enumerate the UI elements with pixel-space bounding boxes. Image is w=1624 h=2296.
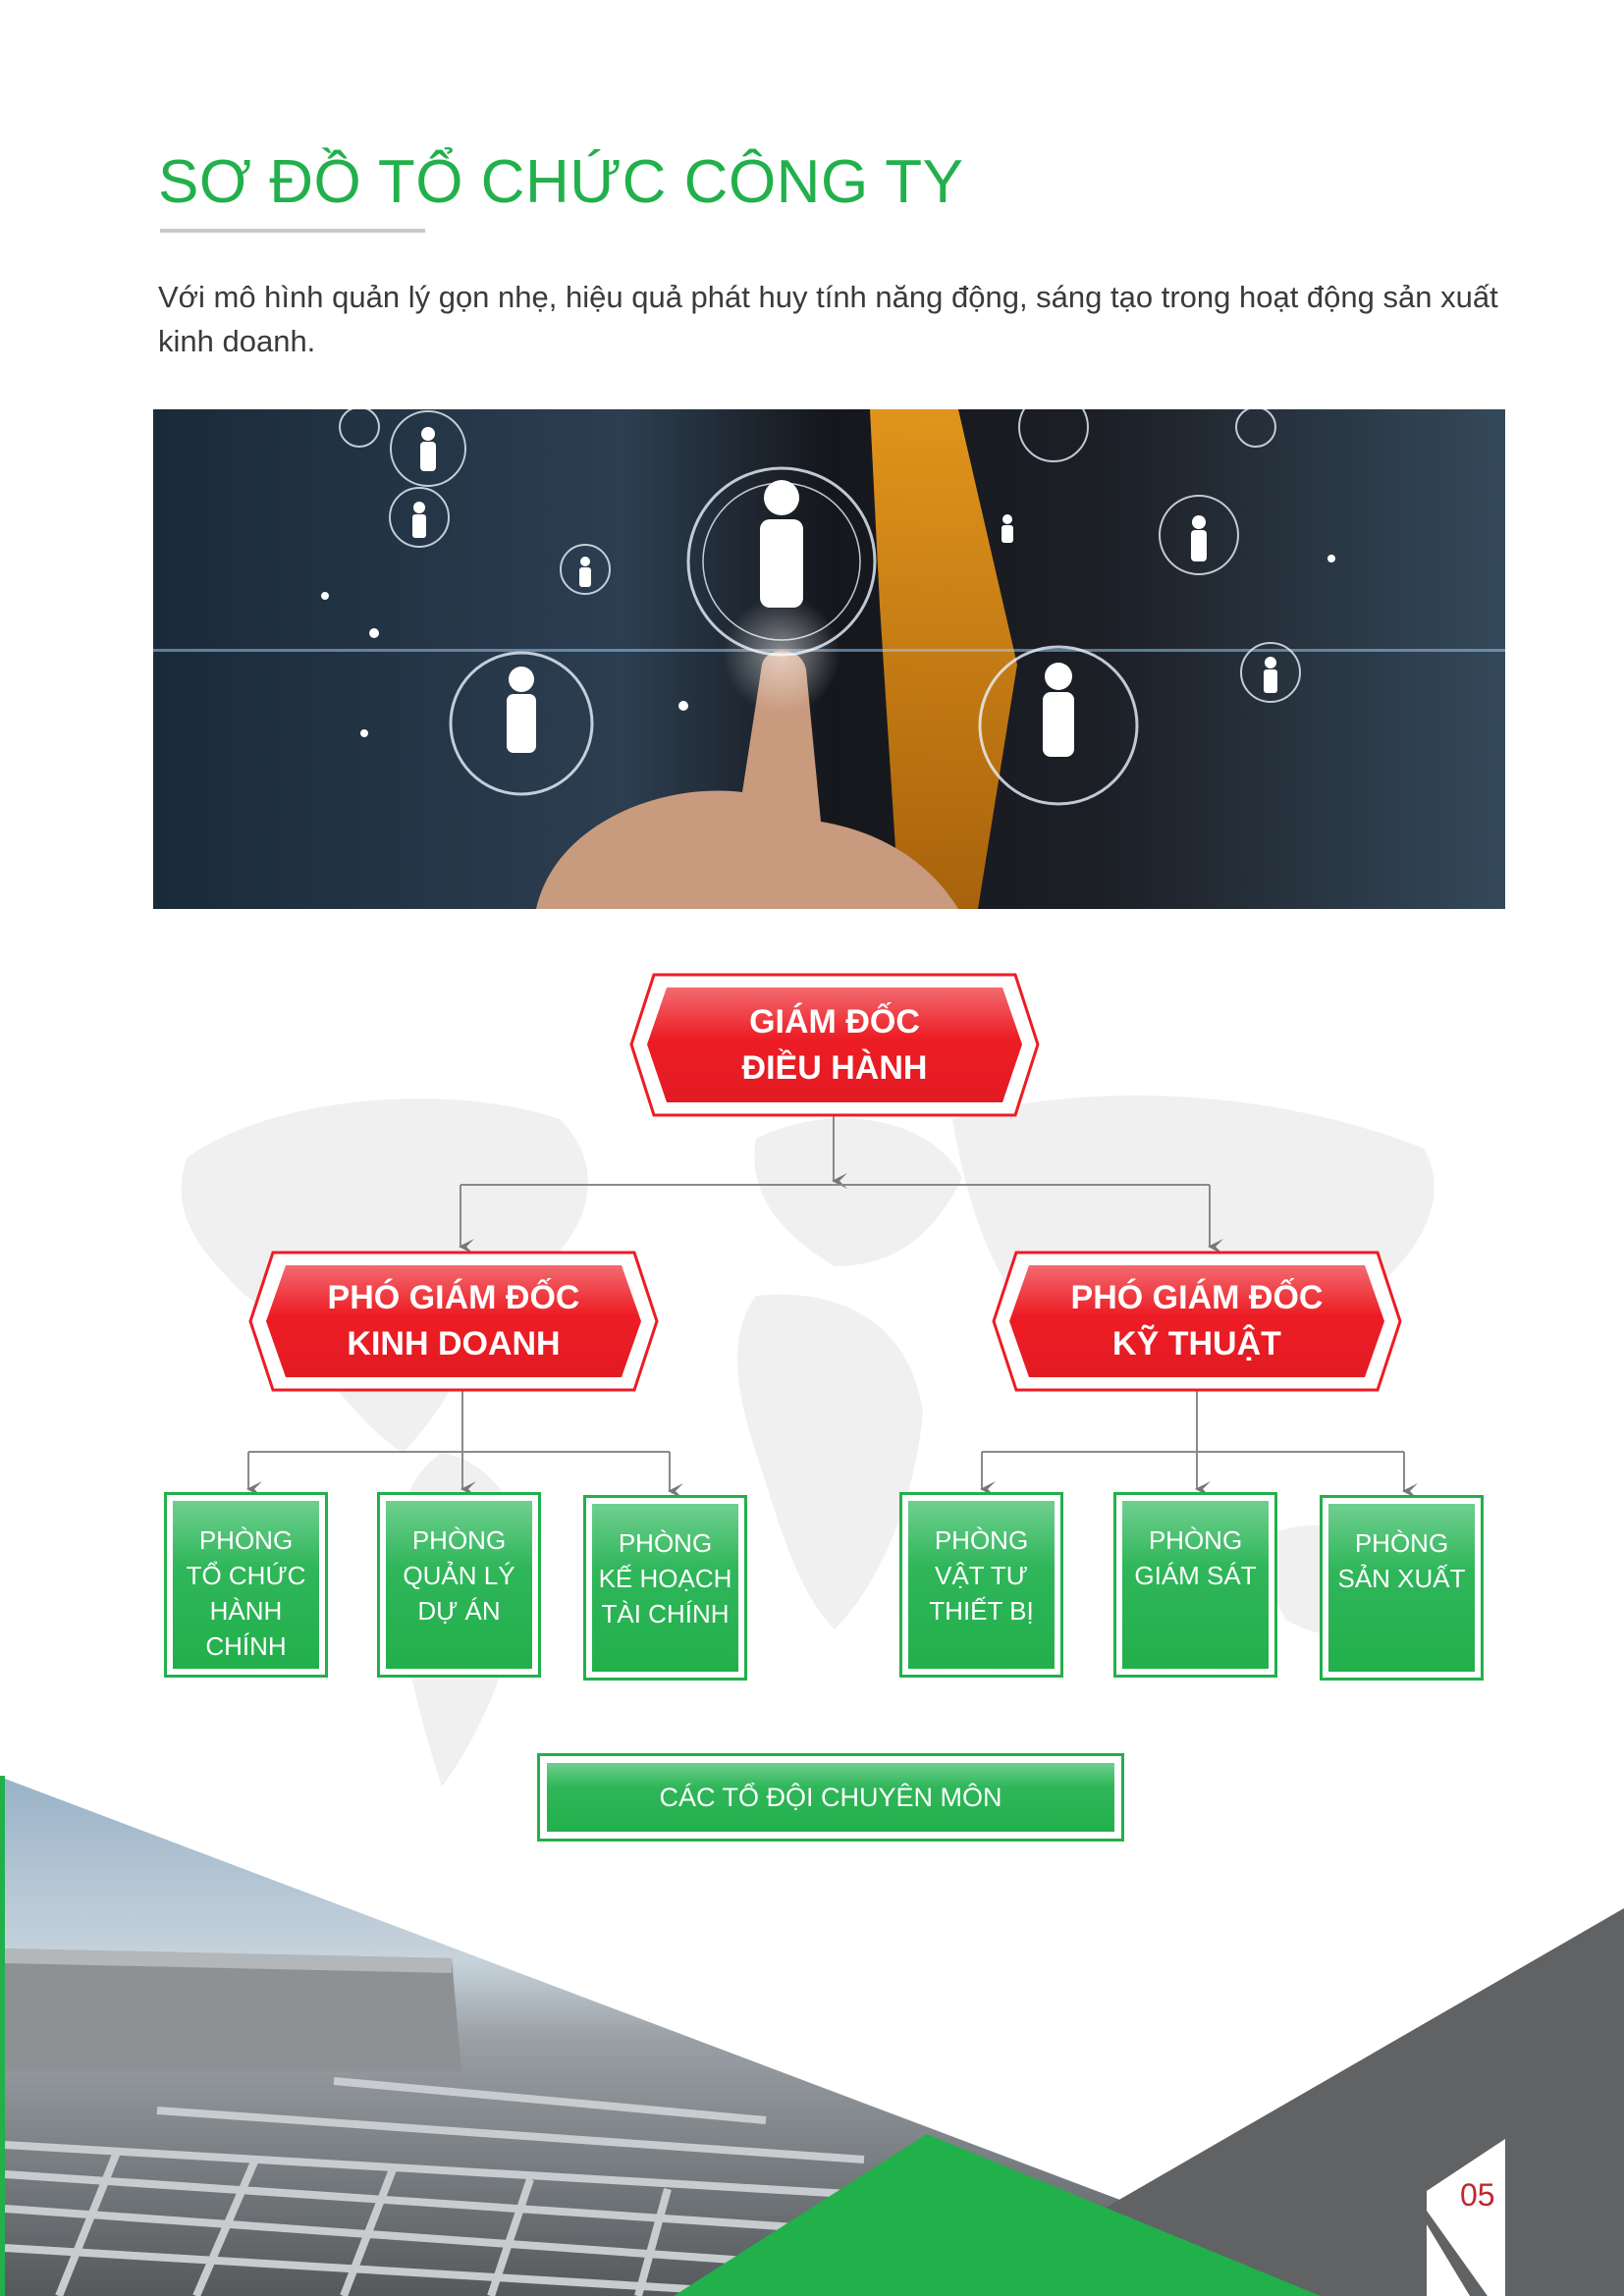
dept-label-line: QUẢN LÝ	[403, 1561, 515, 1590]
specialist-teams-label: CÁC TỔ ĐỘI CHUYÊN MÔN	[547, 1763, 1114, 1832]
dept-supervision-box[interactable]: PHÒNG GIÁM SÁT	[1113, 1492, 1277, 1678]
dept-label-line: PHÒNG	[1354, 1528, 1449, 1558]
dept-equipment-box[interactable]: PHÒNG VẬT TƯ THIẾT BỊ	[899, 1492, 1063, 1678]
hero-image-org-network	[153, 409, 1505, 909]
ceo-title-line2: ĐIỀU HÀNH	[741, 1048, 928, 1087]
dept-label-line: VẬT TƯ	[935, 1561, 1028, 1590]
hexagon-shape	[248, 1251, 659, 1392]
dept-label-line: PHÒNG	[198, 1525, 294, 1555]
vp-technical-line2: KỸ THUẬT	[1112, 1325, 1281, 1362]
dept-label-line: PHÒNG	[934, 1525, 1029, 1555]
dept-label-line: HÀNH	[209, 1596, 283, 1626]
dept-label-line: THIẾT BỊ	[929, 1596, 1034, 1626]
dept-label-line: KẾ HOẠCH	[598, 1564, 732, 1593]
dept-label-line: PHÒNG	[618, 1528, 713, 1558]
specialist-teams-box[interactable]: CÁC TỔ ĐỘI CHUYÊN MÔN	[537, 1753, 1124, 1842]
ceo-title-line1: GIÁM ĐỐC	[749, 1002, 920, 1041]
dept-admin-box[interactable]: PHÒNG TỔ CHỨC HÀNH CHÍNH	[164, 1492, 328, 1678]
dept-label-line: TÀI CHÍNH	[601, 1599, 730, 1629]
vp-technical-line1: PHÓ GIÁM ĐỐC	[1070, 1279, 1324, 1316]
dept-label-line: GIÁM SÁT	[1134, 1561, 1257, 1590]
dept-label-line: TỔ CHỨC	[186, 1561, 306, 1590]
page-number: 05	[1460, 2177, 1495, 2213]
dept-project-mgmt-box[interactable]: PHÒNG QUẢN LÝ DỰ ÁN	[377, 1492, 541, 1678]
vp-business-line1: PHÓ GIÁM ĐỐC	[327, 1279, 580, 1316]
title-underline	[160, 229, 425, 233]
hexagon-shape	[629, 973, 1040, 1117]
dept-production-box[interactable]: PHÒNG SẢN XUẤT	[1320, 1495, 1484, 1681]
dept-finance-box[interactable]: PHÒNG KẾ HOẠCH TÀI CHÍNH	[583, 1495, 747, 1681]
dept-label-line: DỰ ÁN	[417, 1596, 501, 1626]
dept-label-line: SẢN XUẤT	[1337, 1564, 1466, 1593]
vp-business-box[interactable]: PHÓ GIÁM ĐỐC KINH DOANH	[248, 1251, 659, 1392]
page-title: SƠ ĐỒ TỔ CHỨC CÔNG TY	[158, 148, 964, 216]
intro-paragraph: Với mô hình quản lý gọn nhẹ, hiệu quả ph…	[158, 280, 1498, 358]
dept-label-line: PHÒNG	[411, 1525, 507, 1555]
ceo-box[interactable]: GIÁM ĐỐC ĐIỀU HÀNH	[629, 973, 1040, 1117]
dept-label-line: CHÍNH	[205, 1631, 287, 1661]
vp-technical-box[interactable]: PHÓ GIÁM ĐỐC KỸ THUẬT	[992, 1251, 1402, 1392]
hexagon-shape	[992, 1251, 1402, 1392]
dept-label-line: PHÒNG	[1148, 1525, 1243, 1555]
vp-business-line2: KINH DOANH	[347, 1325, 561, 1362]
